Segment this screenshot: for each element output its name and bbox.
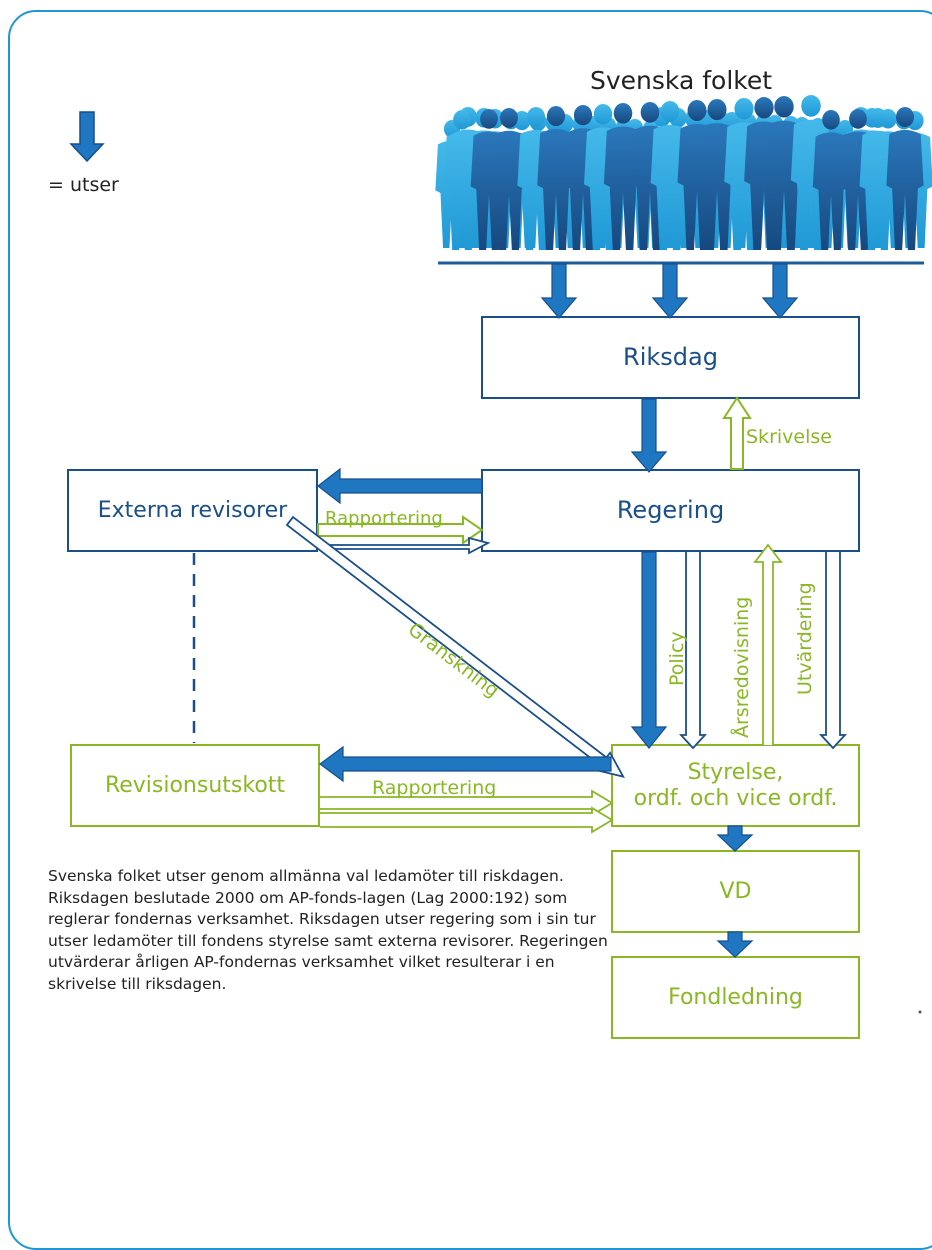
revisionsutskott-label: Revisionsutskott [104, 772, 286, 798]
fondledning-label: Fondledning [668, 984, 803, 1010]
vd-label: VD [719, 878, 752, 904]
arrow-styrelse-to-vd [716, 825, 754, 852]
arrow-revisionsutskott-to-styrelse [320, 806, 614, 834]
arrow-folket-to-riksdag-1 [540, 263, 578, 319]
rapportering-bottom-label: Rapportering [372, 777, 497, 799]
arrow-regering-to-styrelse [630, 551, 668, 749]
arrow-folket-to-riksdag-3 [761, 263, 799, 319]
utvardering-label: Utvärdering [794, 582, 816, 695]
arrow-riksdag-to-regering [630, 398, 668, 473]
arrow-vd-to-fondledning [716, 931, 754, 958]
person-silhouette [812, 110, 850, 250]
styrelse-box [611, 744, 860, 827]
person-silhouette [443, 110, 481, 250]
person-silhouette [886, 107, 924, 250]
arrow-regering-to-externa [317, 467, 483, 505]
regering-box [481, 469, 860, 552]
rapportering-top-label: Rapportering [325, 508, 443, 529]
person-silhouette [490, 108, 528, 250]
arrow-down-icon [69, 111, 105, 163]
arsredovisning-label: Årsredovisning [731, 596, 753, 738]
riksdag-label: Riksdag [623, 342, 718, 371]
decorative-dot [918, 1010, 922, 1014]
arrow-rapportering-top [317, 515, 484, 545]
revisionsutskott-box [70, 744, 320, 827]
regering-label: Regering [616, 495, 725, 524]
person-silhouette [859, 108, 897, 250]
externa-revisorer-label: Externa revisorer [97, 497, 288, 523]
styrelse-label-line1: Styrelse, [687, 760, 784, 786]
vd-box [611, 850, 860, 933]
skrivelse-label: Skrivelse [746, 426, 832, 448]
diagram-title: Svenska folket [590, 66, 773, 95]
styrelse-label-line2: ordf. och vice ordf. [633, 785, 838, 811]
arrow-arsredovisning [753, 543, 783, 745]
arrow-externa-to-regering [315, 536, 491, 555]
arrow-skrivelse [722, 396, 752, 470]
fondledning-box [611, 956, 860, 1039]
arrow-utvardering [818, 552, 848, 750]
person-silhouette [537, 106, 575, 250]
legend-label: = utser [48, 174, 119, 196]
policy-label: Policy [666, 631, 688, 686]
externa-revisorer-box [67, 469, 318, 552]
description-text: Svenska folket utser genom allmänna val … [48, 867, 608, 993]
arrow-styrelse-to-revisionsutskott [318, 745, 612, 783]
arrow-policy [678, 552, 708, 750]
arrow-folket-to-riksdag-2 [651, 263, 689, 319]
crowd-illustration [435, 95, 932, 250]
styrelse-label: Styrelse, ordf. och vice ordf. [612, 745, 859, 826]
organization-diagram [67, 95, 932, 1039]
